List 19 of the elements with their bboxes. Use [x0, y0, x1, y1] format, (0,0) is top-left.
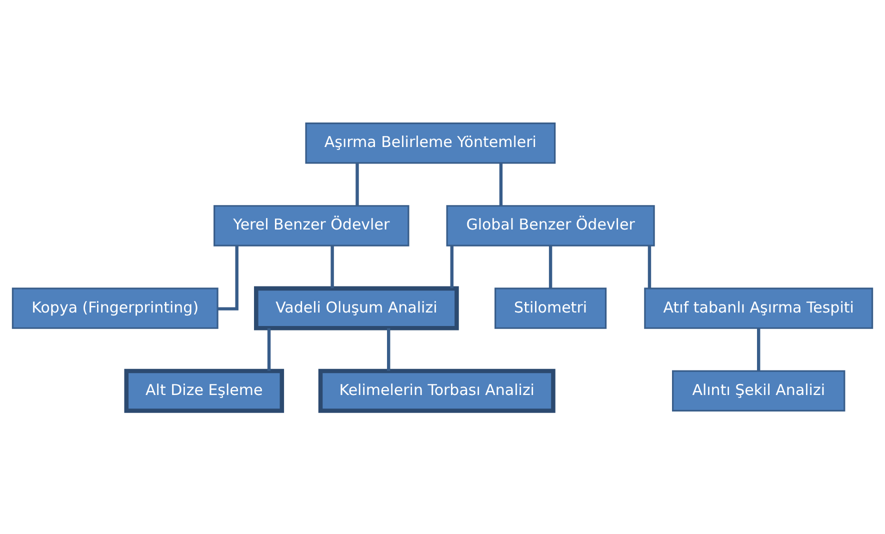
connector: [267, 328, 271, 371]
connector: [648, 246, 652, 288]
connector: [387, 328, 390, 371]
connector: [499, 163, 503, 206]
node-box: Atıf tabanlı Aşırma Tespiti: [644, 288, 874, 329]
node-box: Alt Dize Eşleme: [124, 368, 284, 413]
connector: [548, 246, 552, 288]
node-box: Alıntı Şekil Analizi: [672, 370, 846, 412]
node-box: Stilometri: [494, 288, 607, 329]
node-box: Global Benzer Ödevler: [446, 205, 655, 246]
connector: [356, 163, 359, 206]
node-box: Yerel Benzer Ödevler: [214, 205, 410, 246]
node-box: Vadeli Oluşum Analizi: [254, 286, 459, 330]
connector: [450, 246, 454, 288]
node-box: Kelimelerin Torbası Analizi: [318, 368, 556, 413]
connector: [330, 246, 334, 288]
node-box: Aşırma Belirleme Yöntemleri: [305, 122, 556, 164]
node-box: Kopya (Fingerprinting): [12, 288, 218, 329]
connector: [757, 328, 760, 371]
